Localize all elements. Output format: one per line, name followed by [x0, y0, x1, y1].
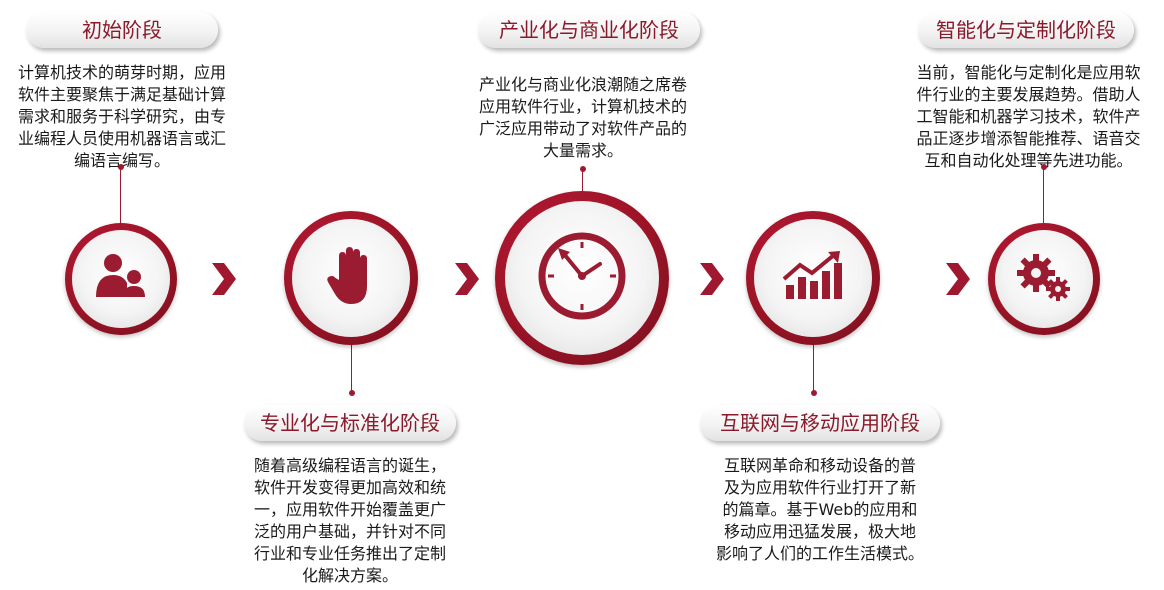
clock-icon	[534, 228, 630, 328]
stage-4-circle	[746, 211, 880, 345]
stage-3-connector-line	[582, 169, 583, 191]
growth-chart-icon	[782, 251, 844, 305]
stage-2-line: 化解决方案。	[301, 566, 398, 585]
stage-3-line: 产业化与商业化浪潮随之席卷	[478, 75, 687, 94]
gears-icon	[1014, 251, 1074, 307]
chevron-right-icon	[212, 263, 236, 295]
stage-5-connector-line	[1043, 167, 1044, 223]
stage-4-connector-dot	[811, 390, 817, 396]
stage-2-circle	[284, 211, 418, 345]
stage-2-title: 专业化与标准化阶段	[244, 405, 456, 441]
stage-4-connector-line	[813, 340, 814, 392]
stage-4-line: 互联网革命和移动设备的普	[723, 456, 916, 475]
stage-1-line: 编语言编写。	[73, 151, 170, 170]
stage-4-line: 的篇章。基于Web的应用和	[722, 500, 918, 519]
stage-2-line: 软件开发变得更加高效和统	[253, 478, 446, 497]
stage-1-line: 软件主要聚焦于满足基础计算	[17, 85, 226, 104]
stage-1-circle	[65, 223, 177, 335]
stage-2-line: 随着高级编程语言的诞生，	[253, 456, 446, 475]
stage-4-line: 影响了人们的工作生活模式。	[715, 544, 924, 563]
stage-3-line: 广泛应用带动了对软件产品的	[478, 119, 687, 138]
stage-2-line: 一，应用软件开始覆盖更广	[253, 500, 446, 519]
stage-5-title: 智能化与定制化阶段	[918, 12, 1134, 48]
stage-2-description: 随着高级编程语言的诞生， 软件开发变得更加高效和统 一，应用软件开始覆盖更广 泛…	[230, 455, 470, 587]
stage-1-line: 需求和服务于科学研究，由专	[17, 107, 226, 126]
stage-3-title: 产业化与商业化阶段	[478, 12, 700, 48]
stage-5-line: 件行业的主要发展趋势。借助人	[916, 85, 1141, 104]
stage-5-description: 当前，智能化与定制化是应用软 件行业的主要发展趋势。借助人 工智能和机器学习技术…	[895, 62, 1162, 172]
stage-5-line: 互和自动化处理等先进功能。	[924, 151, 1133, 170]
stage-4-line: 及为应用软件行业打开了新	[723, 478, 916, 497]
stage-3-line: 大量需求。	[542, 141, 623, 160]
hand-icon	[325, 246, 377, 310]
chevron-right-icon	[946, 263, 970, 295]
stage-1-connector-dot	[118, 164, 124, 170]
chevron-right-icon	[455, 263, 479, 295]
stage-5-line: 品正逐步增添智能推荐、语音交	[916, 129, 1141, 148]
chevron-right-icon	[700, 263, 724, 295]
stage-4-description: 互联网革命和移动设备的普 及为应用软件行业打开了新 的篇章。基于Web的应用和 …	[684, 455, 956, 565]
stage-1-description: 计算机技术的萌芽时期，应用 软件主要聚焦于满足基础计算 需求和服务于科学研究，由…	[0, 62, 244, 172]
stage-1-line: 计算机技术的萌芽时期，应用	[17, 63, 226, 82]
stage-5-connector-dot	[1041, 164, 1047, 170]
stage-2-line: 行业和专业任务推出了定制	[253, 544, 446, 563]
stage-5-line: 当前，智能化与定制化是应用软	[916, 63, 1141, 82]
stage-3-line: 应用软件行业，计算机技术的	[478, 97, 687, 116]
stage-1-connector-line	[120, 167, 121, 225]
stage-1-title: 初始阶段	[26, 12, 218, 48]
stage-5-circle	[988, 223, 1100, 335]
stage-3-circle	[495, 191, 669, 365]
stage-3-description: 产业化与商业化浪潮随之席卷 应用软件行业，计算机技术的 广泛应用带动了对软件产品…	[448, 74, 718, 162]
people-icon	[93, 251, 149, 307]
stage-2-line: 泛的用户基础，并针对不同	[253, 522, 446, 541]
stage-3-connector-dot	[580, 166, 586, 172]
stage-4-title: 互联网与移动应用阶段	[700, 405, 940, 441]
stage-4-line: 移动应用迅猛发展，极大地	[723, 522, 916, 541]
stage-5-line: 工智能和机器学习技术，软件产	[916, 107, 1141, 126]
stage-2-connector-dot	[349, 390, 355, 396]
stage-2-connector-line	[351, 338, 352, 392]
stage-1-line: 业编程人员使用机器语言或汇	[17, 129, 226, 148]
